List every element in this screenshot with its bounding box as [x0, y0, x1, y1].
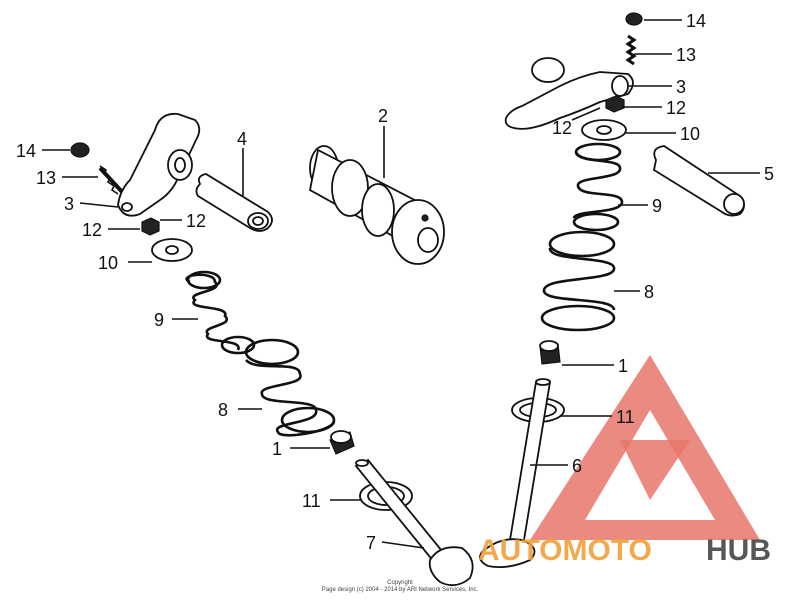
callout-right-1: 1	[618, 356, 628, 376]
left-part-10-spring-retainer	[151, 238, 193, 262]
callout-right-3: 3	[676, 77, 686, 97]
callout-right-12-upper: 12	[666, 98, 686, 118]
right-part-6-valve	[479, 378, 552, 569]
callout-right-6: 6	[572, 456, 582, 476]
callout-labels: 14 13 3 12 12 10 9 8 1 11 7 4 2 14 13 3 …	[16, 11, 774, 553]
callout-right-5: 5	[764, 164, 774, 184]
right-part-13-adjuster-screw	[625, 34, 637, 66]
left-part-9-inner-spring	[185, 270, 256, 355]
left-part-14-adjuster-cap	[70, 142, 90, 158]
callout-left-4: 4	[237, 129, 247, 149]
callout-left-9: 9	[154, 310, 164, 330]
callout-right-8: 8	[644, 282, 654, 302]
callout-center-2: 2	[378, 106, 388, 126]
left-assembly	[70, 112, 474, 587]
callout-left-10: 10	[98, 253, 118, 273]
callout-right-9: 9	[652, 196, 662, 216]
copyright-line-1: Copyright	[387, 580, 413, 586]
left-part-4-rocker-shaft	[195, 173, 273, 232]
callout-left-13: 13	[36, 168, 56, 188]
callout-left-12-lower: 12	[82, 220, 102, 240]
callout-left-7: 7	[366, 533, 376, 553]
right-part-1-valve-seal	[539, 340, 561, 365]
callout-left-1: 1	[272, 439, 282, 459]
leader-lines	[42, 19, 760, 549]
copyright-footer: Copyright Page design (c) 2004 - 2014 by…	[322, 580, 479, 593]
callout-left-11: 11	[302, 491, 321, 511]
watermark-text: AUTOMOTO HUB	[478, 534, 771, 567]
right-part-8-outer-spring	[540, 230, 616, 332]
watermark-text-automoto: AUTOMOTO	[478, 534, 652, 567]
copyright-line-2: Page design (c) 2004 - 2014 by ARI Netwo…	[322, 587, 479, 593]
callout-left-12-upper: 12	[186, 211, 206, 231]
left-part-3-rocker-arm	[117, 112, 201, 217]
right-part-9-inner-spring	[572, 142, 624, 232]
callout-right-10: 10	[680, 124, 700, 144]
left-part-1-valve-seal	[329, 430, 355, 455]
callout-left-8: 8	[218, 400, 228, 420]
left-part-13-adjuster-screw	[98, 165, 126, 196]
callout-left-14: 14	[16, 141, 36, 161]
watermark-text-hub: HUB	[706, 534, 771, 567]
right-part-10-spring-retainer	[581, 119, 627, 141]
callout-right-11: 11	[616, 407, 635, 427]
left-part-8-outer-spring	[244, 338, 336, 437]
right-part-14-adjuster-cap	[625, 12, 643, 26]
callout-right-14: 14	[686, 11, 706, 31]
right-part-5-rocker-shaft	[652, 145, 745, 217]
left-part-7-valve	[354, 458, 474, 587]
right-assembly	[479, 12, 745, 569]
left-part-12-nut	[141, 217, 160, 236]
callout-left-3: 3	[64, 194, 74, 214]
right-part-12-nut	[605, 95, 625, 113]
camshaft-part-2	[308, 145, 445, 265]
watermark-triangle-cut	[620, 440, 690, 500]
watermark-logo	[530, 355, 760, 540]
right-part-3-rocker-arm	[504, 57, 634, 130]
callout-right-12-lower: 12	[552, 118, 572, 138]
callout-right-13: 13	[676, 45, 696, 65]
